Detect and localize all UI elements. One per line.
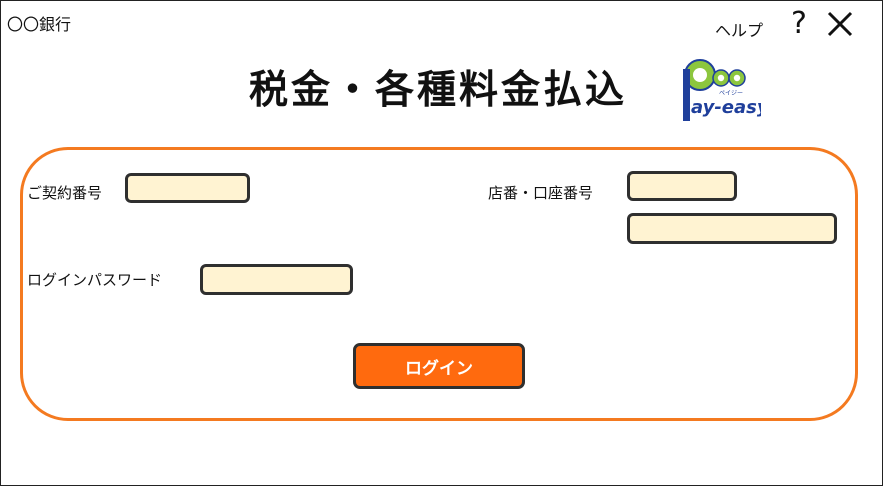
branch-account-label: 店番・口座番号 [488,184,594,202]
help-link[interactable]: ヘルプ [715,21,764,40]
logo-furigana: ペイジー [719,90,743,97]
pay-easy-logo: ペイジー ay-easy [683,59,761,121]
account-number-input[interactable] [627,213,837,244]
password-input[interactable] [200,264,353,295]
contract-number-label: ご契約番号 [27,184,103,202]
page-title: 税金・各種料金払込 [249,68,628,113]
contract-number-input[interactable] [125,173,250,203]
help-icon[interactable]: ? [791,6,807,41]
logo-text: ay-easy [691,97,761,118]
close-icon[interactable] [825,9,855,39]
login-button[interactable]: ログイン [353,343,525,389]
branch-number-input[interactable] [627,171,737,201]
password-label: ログインパスワード [27,271,163,289]
login-form-panel [20,147,858,421]
bank-name: 〇〇銀行 [7,15,72,34]
